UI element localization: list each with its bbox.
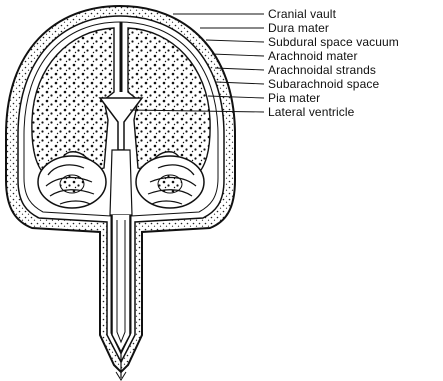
left-cerebellum (38, 156, 106, 208)
label-lateral-ventricle: Lateral ventricle (268, 105, 355, 119)
label-cranial-vault: Cranial vault (268, 7, 337, 21)
label-dura-mater: Dura mater (268, 21, 329, 35)
label-pia-mater: Pia mater (268, 91, 320, 105)
label-subarachnoid-space: Subarachnoid space (268, 77, 379, 91)
label-arachnoidal-strands: Arachnoidal strands (268, 63, 376, 77)
label-group: Cranial vault Dura mater Subdural space … (268, 7, 399, 119)
right-cerebellum (136, 156, 204, 208)
label-subdural-space-vacuum: Subdural space vacuum (268, 35, 399, 49)
brainstem (110, 150, 132, 215)
label-arachnoid-mater: Arachnoid mater (268, 49, 358, 63)
